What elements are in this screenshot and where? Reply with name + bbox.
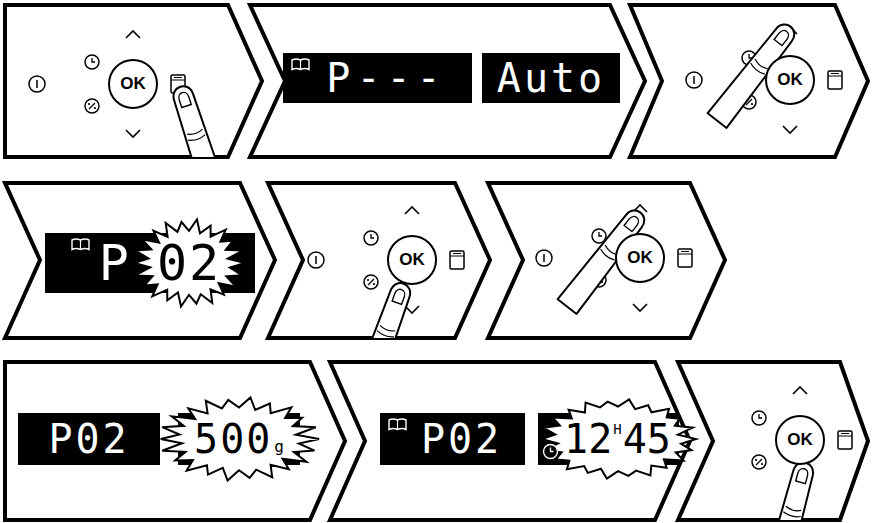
display-row: P--- <box>326 58 446 98</box>
pressing-finger <box>169 83 229 204</box>
button-label: OK <box>399 250 425 270</box>
book-pages <box>389 419 406 430</box>
book-icon <box>71 238 90 251</box>
ok-button: OK <box>387 235 437 285</box>
finger-group <box>763 460 817 523</box>
lcd-display: 500g <box>178 413 300 465</box>
book-spine <box>80 240 81 250</box>
book-pages <box>72 239 89 250</box>
button-label: OK <box>627 248 653 268</box>
highlight-starburst <box>537 396 699 482</box>
ok-button: OK <box>775 415 825 465</box>
step-chevrons <box>5 5 868 520</box>
display-row: 12H45 <box>564 419 671 459</box>
lcd-display: P02 <box>380 413 525 465</box>
step-chevron <box>5 5 262 157</box>
control-panel-icons <box>85 31 185 137</box>
step-chevron <box>630 5 868 157</box>
book-pages <box>292 59 309 70</box>
book-spine <box>397 420 398 430</box>
display-text: g <box>274 439 284 455</box>
lcd-display: P02 <box>18 413 160 465</box>
display-row: Auto <box>497 58 605 98</box>
display-text: 02 <box>157 238 221 288</box>
display-text: 45 <box>623 419 671 459</box>
pressing-finger <box>763 460 817 523</box>
display-text: P--- <box>326 58 446 98</box>
finger-group <box>169 83 229 204</box>
lcd-display: P--- <box>283 53 472 103</box>
lcd-display: 12H45 <box>538 413 679 465</box>
timer-face <box>544 445 558 459</box>
step-chevron <box>250 5 645 157</box>
pressing-finger <box>352 280 415 400</box>
step-chevron <box>678 362 868 520</box>
button-label: OK <box>787 430 813 450</box>
button-label: OK <box>120 74 146 94</box>
display-text: Auto <box>497 58 605 98</box>
display-text: H <box>613 422 621 436</box>
book-icon <box>291 58 310 71</box>
book-spine <box>300 60 301 70</box>
step-chevron <box>330 362 690 520</box>
display-text: 500 <box>194 419 272 459</box>
control-panel-icons <box>364 207 464 313</box>
lcd-display: Auto <box>482 53 620 103</box>
lcd-display: P 02 <box>45 233 255 293</box>
ok-button: OK <box>108 59 158 109</box>
button-label: OK <box>777 70 803 90</box>
power-icon <box>29 76 45 92</box>
step-chevron <box>488 183 725 338</box>
book-icon <box>388 418 407 431</box>
power-icon <box>536 250 552 266</box>
display-row: 500g <box>194 419 284 459</box>
ok-button: OK <box>615 233 665 283</box>
starburst-shape <box>134 219 245 306</box>
timer-hands <box>551 448 554 452</box>
starburst-shape <box>541 399 695 478</box>
display-text: P02 <box>421 419 502 459</box>
finger-group <box>352 280 415 400</box>
step-chevron <box>268 183 490 338</box>
display-text: 12 <box>564 419 612 459</box>
power-icon <box>686 72 702 88</box>
display-text: P02 <box>48 419 129 459</box>
display-row: P02 <box>48 419 129 459</box>
step-chevron <box>5 183 275 338</box>
step-chevron <box>5 362 345 520</box>
power-icon <box>308 252 324 268</box>
starburst-shape <box>161 397 319 480</box>
timer-icon <box>542 443 559 460</box>
display-row: P02 <box>421 419 502 459</box>
display-text: P <box>99 238 131 288</box>
display-row: P 02 <box>99 238 221 288</box>
ok-button: OK <box>765 55 815 105</box>
